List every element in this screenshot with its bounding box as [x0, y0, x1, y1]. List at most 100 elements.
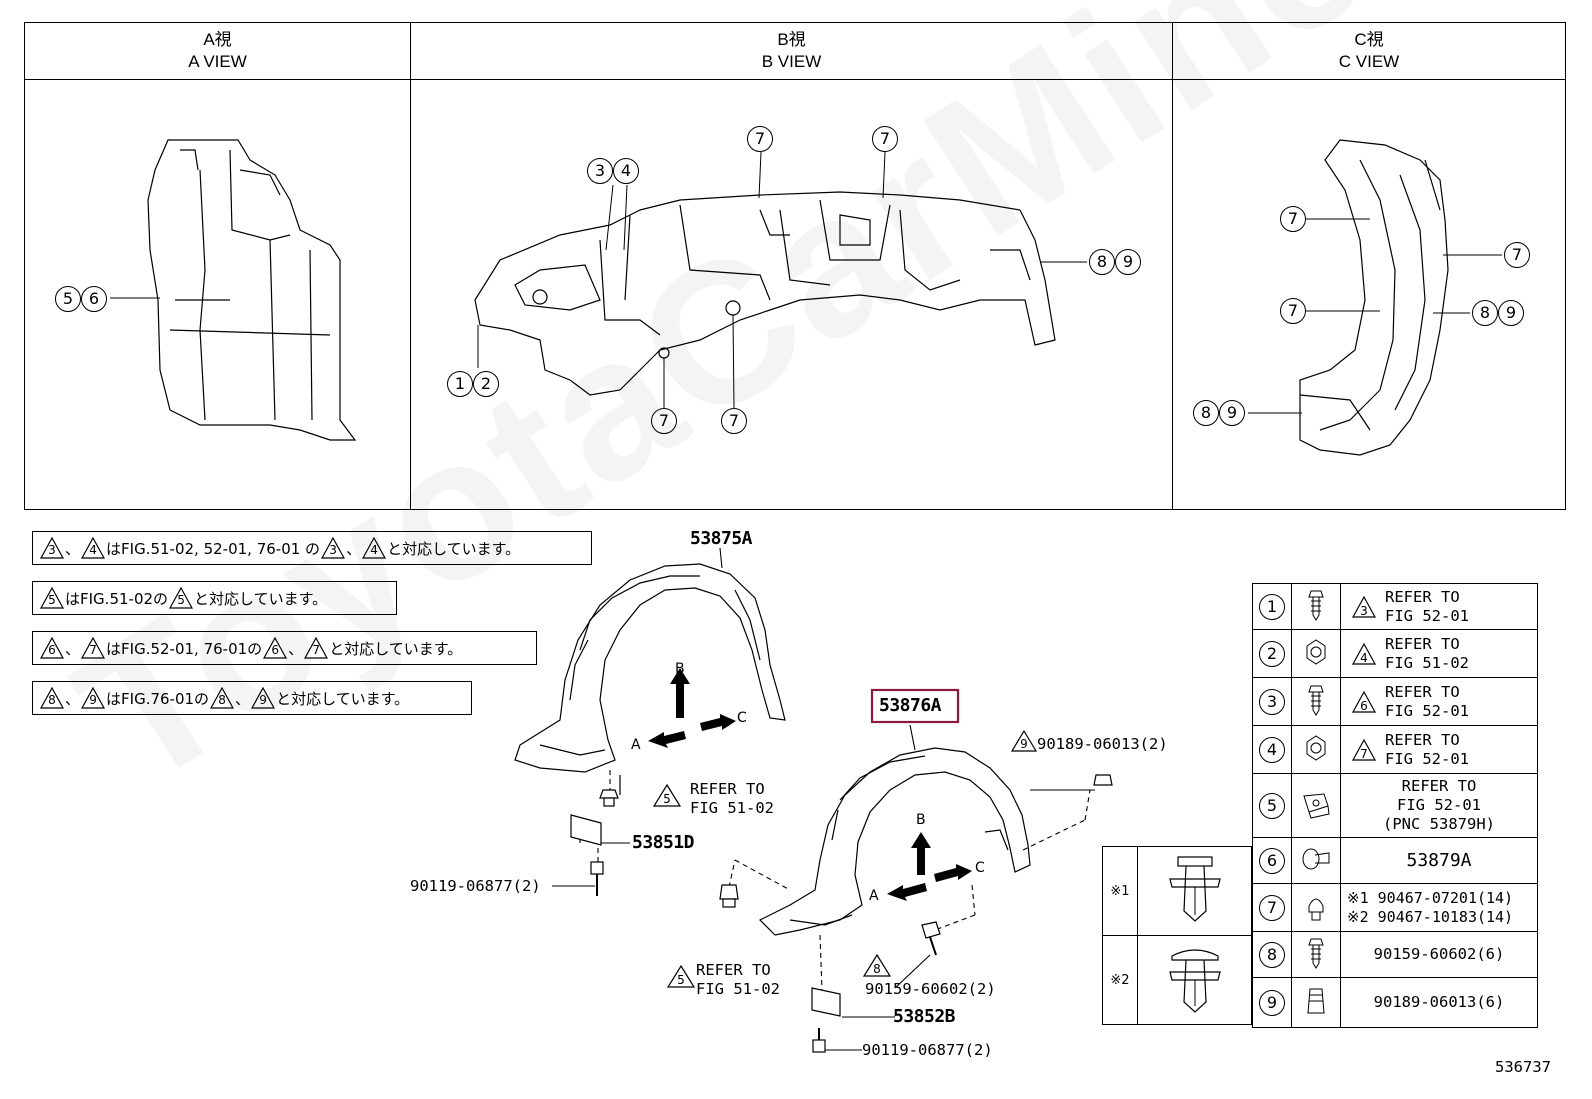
- refer-fig5102-a: REFER TO FIG 51-02: [690, 780, 774, 818]
- nut-icon: [1291, 629, 1341, 678]
- clip-label: ※2: [1102, 935, 1138, 1025]
- note-text: と対応しています。: [329, 639, 463, 658]
- clip-nut-icon: [1291, 773, 1341, 838]
- figure-id: 536737: [1495, 1058, 1551, 1076]
- callout-circle: 2: [473, 371, 499, 397]
- legend-part-number[interactable]: 90159-60602(6): [1340, 931, 1538, 978]
- note-text: はFIG.52-01, 76-01の: [106, 639, 263, 658]
- legend-fig-ref[interactable]: FIG 51-02: [1385, 653, 1469, 672]
- screw-icon: [1291, 677, 1341, 726]
- c-view-panel: [1172, 79, 1566, 510]
- arrow-label-c: C: [737, 710, 747, 726]
- clip-2-icon: [1137, 935, 1252, 1025]
- b-view-liner-drawing: [474, 191, 1056, 396]
- callout-circle: 7: [651, 408, 677, 434]
- liner-53876a-drawing: [758, 747, 1031, 936]
- part-90119-label-a[interactable]: 90119-06877(2): [410, 877, 541, 895]
- triangle-mark-icon: 4: [1352, 642, 1376, 665]
- callout-circle: 3: [587, 158, 613, 184]
- note-text: 、: [346, 539, 362, 558]
- legend-fig-ref[interactable]: FIG 52-01: [1385, 606, 1469, 625]
- arrow-label-c: C: [975, 860, 985, 876]
- triangle-mark-icon: 3: [40, 537, 64, 559]
- callout-circle: 1: [447, 371, 473, 397]
- screw-icon: [1291, 583, 1341, 630]
- triangle-mark-icon: 7: [1352, 738, 1376, 761]
- part-90159-label[interactable]: 90159-60602(2): [865, 980, 996, 998]
- clip-1-icon: [1137, 846, 1252, 936]
- triangle-mark-text: 8: [873, 962, 881, 976]
- callout-circle: 8: [1472, 300, 1498, 326]
- note-text: と対応しています。: [194, 589, 328, 608]
- fastener-icons: [570, 774, 1113, 1053]
- legend-text: REFER TO: [1385, 682, 1460, 701]
- callout-c-7c: 7: [1280, 298, 1306, 324]
- triangle-mark-text: 5: [677, 973, 685, 987]
- callout-circle: 9: [1498, 300, 1524, 326]
- legend-text: (PNC 53879H): [1383, 815, 1495, 833]
- refer-fig-text[interactable]: FIG 51-02: [696, 980, 780, 998]
- legend-part-number[interactable]: 53879A: [1340, 837, 1538, 884]
- legend-part-number[interactable]: 90189-06013(6): [1340, 977, 1538, 1028]
- b-view-jp: B視: [777, 30, 806, 49]
- nut-icon: [1291, 977, 1341, 1028]
- note-text: と対応しています。: [276, 689, 410, 708]
- legend-text: REFER TO: [1385, 634, 1460, 653]
- part-53851d-label[interactable]: 53851D: [632, 832, 695, 853]
- legend-number: 6: [1259, 847, 1285, 874]
- arrow-label-a: A: [869, 888, 879, 904]
- callout-circle: 7: [1504, 242, 1530, 268]
- c-view-jp: C視: [1354, 30, 1384, 49]
- callout-b-7d: 7: [721, 408, 747, 434]
- legend-fig-ref[interactable]: FIG 52-01: [1385, 749, 1469, 768]
- part-53852b-label[interactable]: 53852B: [893, 1006, 956, 1027]
- refer-fig5102-b: REFER TO FIG 51-02: [696, 961, 780, 999]
- liner-53875a-drawing: [514, 563, 786, 795]
- legend-text: REFER TO: [1401, 777, 1477, 795]
- triangle-mark-icon: 4: [362, 537, 387, 559]
- legend-part-number[interactable]: ※2 90467-10183(14): [1347, 907, 1514, 926]
- legend-text: REFER TO: [1385, 587, 1460, 606]
- part-53876a-label[interactable]: 53876A: [879, 695, 942, 716]
- legend-fig-ref[interactable]: FIG 52-01: [1397, 796, 1481, 814]
- arrow-label-b: B: [675, 661, 685, 677]
- a-view-en: A VIEW: [188, 52, 247, 71]
- legend-number: 1: [1259, 593, 1285, 620]
- part-53875a-label[interactable]: 53875A: [690, 528, 753, 549]
- legend-number: 4: [1259, 736, 1285, 763]
- triangle-mark-icon: 7: [81, 637, 106, 659]
- part-90119-label-b[interactable]: 90119-06877(2): [862, 1041, 993, 1059]
- legend-text: REFER TO: [1385, 730, 1460, 749]
- callout-c-7a: 7: [1280, 206, 1306, 232]
- triangle-mark-icon: 9: [81, 687, 106, 709]
- legend-part-number[interactable]: ※1 90467-07201(14): [1347, 888, 1514, 907]
- b-view-en: B VIEW: [761, 52, 822, 71]
- refer-to-text: REFER TO: [690, 780, 765, 798]
- callout-c-7b: 7: [1504, 242, 1530, 268]
- callout-circle: 9: [1219, 400, 1245, 426]
- callout-circle: 4: [613, 158, 639, 184]
- triangle-mark-icon: 7: [304, 637, 329, 659]
- note-text: はFIG.51-02, 52-01, 76-01 の: [106, 539, 321, 558]
- triangle-mark-icon: 3: [1352, 595, 1376, 618]
- refer-fig-text[interactable]: FIG 51-02: [690, 799, 774, 817]
- refer-to-text: REFER TO: [696, 961, 771, 979]
- callout-circle: 5: [55, 286, 81, 312]
- callout-b-7c: 7: [651, 408, 677, 434]
- legend-number: 2: [1259, 640, 1285, 667]
- part-90189-label[interactable]: 90189-06013(2): [1037, 735, 1168, 753]
- push-clip-icon: [1291, 883, 1341, 932]
- triangle-mark-text: 9: [1020, 737, 1028, 751]
- legend-number: 8: [1259, 941, 1285, 968]
- a-view-jp: A視: [203, 30, 232, 49]
- legend-number: 5: [1259, 792, 1285, 819]
- legend-fig-ref[interactable]: FIG 52-01: [1385, 701, 1469, 720]
- callout-circle: 7: [1280, 206, 1306, 232]
